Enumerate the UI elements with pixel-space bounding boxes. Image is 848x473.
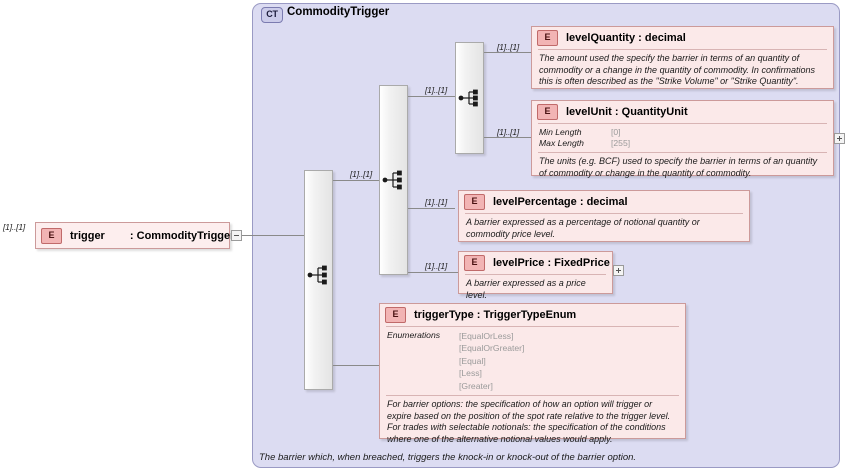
element-documentation-levelQuantity: The amount used the specify the barrier … [539, 53, 815, 87]
enumerations-row: Enumerations [EqualOrLess] [EqualOrGreat… [387, 330, 678, 392]
type-separator: : [547, 257, 552, 269]
expand-toggle-levelPrice[interactable] [613, 265, 624, 276]
complex-type-caption: The barrier which, when breached, trigge… [259, 452, 637, 463]
element-name-trigger: trigger : CommodityTrigger [70, 230, 234, 242]
element-badge-icon: E [41, 227, 62, 244]
divider [538, 49, 827, 50]
type-separator: : [579, 196, 584, 208]
divider [538, 152, 827, 153]
element-type-name: CommodityTrigger [136, 229, 235, 242]
type-separator: : [638, 32, 642, 44]
facet-row: Max Length [255] [539, 138, 826, 149]
cardinality-levelPrice: [1]..[1] [425, 261, 448, 271]
element-box-levelUnit[interactable]: E levelUnit : QuantityUnit Min Length [0… [531, 100, 834, 178]
sequence-icon [382, 170, 402, 190]
enumeration-item: [Less] [459, 368, 482, 379]
connector-middle-to-levelPercentage [408, 208, 455, 209]
element-local-name: levelUnit [566, 106, 612, 118]
facet-row: Min Length [0] [539, 127, 826, 138]
enumerations-label: Enumerations [387, 330, 441, 340]
facet-value: [0] [611, 127, 621, 137]
element-documentation-levelPercentage: A barrier expressed as a percentage of n… [466, 217, 700, 239]
element-box-levelQuantity[interactable]: E levelQuantity : decimal The amount use… [531, 26, 834, 89]
connector-outer-to-middle-sequence [333, 180, 383, 181]
element-header-levelQuantity: E levelQuantity : decimal [532, 27, 833, 49]
divider [465, 213, 743, 214]
type-separator: : [476, 309, 481, 321]
enumerations-values: [EqualOrLess] [EqualOrGreater] [Equal] [… [459, 330, 524, 392]
element-box-trigger[interactable]: E trigger : CommodityTrigger [35, 222, 234, 249]
element-local-name: trigger [70, 229, 105, 242]
element-local-name: levelPercentage [493, 196, 577, 208]
element-local-name: triggerType [414, 309, 474, 321]
element-documentation-triggerType: For barrier options: the specification o… [387, 399, 671, 444]
facet-table-levelUnit: Min Length [0] Max Length [255] [532, 124, 833, 152]
connector-inner-to-levelQuantity [484, 52, 532, 53]
complex-type-title: CommodityTrigger [287, 6, 390, 18]
element-header-levelPrice: E levelPrice : FixedPrice [459, 252, 612, 274]
facet-label: Max Length [539, 138, 584, 148]
divider [538, 123, 827, 124]
sequence-icon [307, 265, 327, 285]
type-separator: : [614, 106, 619, 118]
element-type-name: decimal [586, 196, 628, 208]
cardinality-trigger: [1]..[1] [3, 222, 26, 232]
connector-middle-to-levelPrice [408, 272, 463, 273]
element-local-name: levelPrice [493, 257, 545, 269]
type-separator: : [129, 229, 134, 242]
cardinality-levelPercentage: [1]..[1] [425, 197, 448, 207]
cardinality-middle-sequence: [1]..[1] [350, 169, 373, 179]
connector-inner-to-levelUnit [484, 137, 532, 138]
element-header-levelUnit: E levelUnit : QuantityUnit [532, 101, 833, 123]
connector-outer-to-triggerType [333, 365, 383, 366]
cardinality-levelUnit: [1]..[1] [497, 127, 520, 137]
enumeration-item: [Equal] [459, 355, 486, 366]
enumeration-item: [EqualOrLess] [459, 331, 514, 341]
element-badge-icon: E [537, 30, 558, 46]
collapse-toggle-trigger[interactable] [231, 230, 242, 241]
element-badge-icon: E [464, 255, 485, 271]
element-type-name: FixedPrice [554, 257, 610, 269]
element-badge-icon: E [537, 104, 558, 120]
element-type-name: QuantityUnit [621, 106, 688, 118]
element-header-triggerType: E triggerType : TriggerTypeEnum [380, 304, 685, 326]
element-header-levelPercentage: E levelPercentage : decimal [459, 191, 749, 213]
divider [386, 395, 679, 397]
enumerations-table-triggerType: Enumerations [EqualOrLess] [EqualOrGreat… [380, 327, 685, 395]
facet-label: Min Length [539, 127, 582, 137]
element-header-trigger: E trigger : CommodityTrigger [36, 223, 234, 248]
enumeration-item: [Greater] [459, 380, 493, 391]
enumeration-item: [EqualOrGreater] [459, 343, 525, 354]
connector-trigger-to-sequence [242, 235, 304, 236]
element-documentation-levelUnit: The units (e.g. BCF) used to specify the… [539, 156, 818, 178]
element-name-levelQuantity: levelQuantity : decimal [566, 32, 686, 44]
facet-value: [255] [611, 138, 631, 148]
element-type-name: decimal [644, 32, 686, 44]
element-badge-icon: E [385, 307, 406, 323]
expand-toggle-levelUnit[interactable] [834, 133, 845, 144]
element-documentation-levelPrice: A barrier expressed as a price level. [466, 278, 586, 300]
element-box-triggerType[interactable]: E triggerType : TriggerTypeEnum Enumerat… [379, 303, 686, 444]
divider [465, 274, 606, 275]
element-name-levelUnit: levelUnit : QuantityUnit [566, 106, 688, 118]
element-badge-icon: E [464, 194, 485, 210]
element-name-levelPrice: levelPrice : FixedPrice [493, 257, 610, 269]
complex-type-badge: CT [261, 7, 283, 23]
divider [386, 326, 679, 327]
element-box-levelPrice[interactable]: E levelPrice : FixedPrice A barrier expr… [458, 251, 613, 300]
element-local-name: levelQuantity [566, 32, 636, 44]
element-box-levelPercentage[interactable]: E levelPercentage : decimal A barrier ex… [458, 190, 750, 242]
cardinality-inner-sequence: [1]..[1] [425, 85, 448, 95]
sequence-icon [458, 89, 478, 107]
cardinality-levelQuantity: [1]..[1] [497, 42, 520, 52]
element-name-levelPercentage: levelPercentage : decimal [493, 196, 628, 208]
connector-middle-to-inner-sequence [408, 96, 458, 97]
element-type-name: TriggerTypeEnum [483, 309, 577, 321]
element-name-triggerType: triggerType : TriggerTypeEnum [414, 309, 576, 321]
